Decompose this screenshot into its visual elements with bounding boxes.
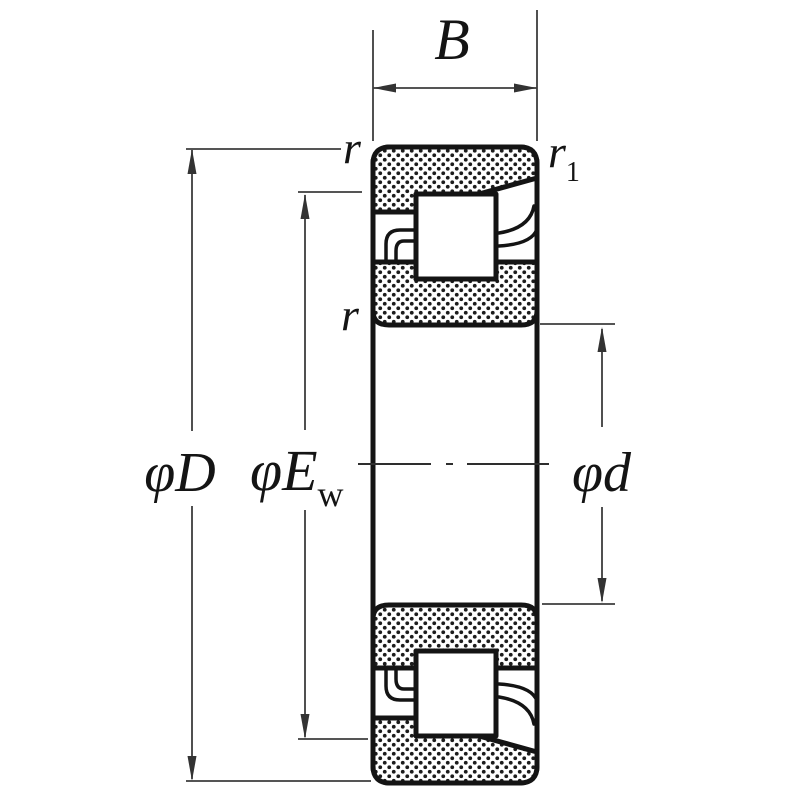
arrowhead-up [187,149,197,174]
dimension-bore-diameter: φd [540,323,632,605]
roller-bottom [413,648,499,739]
cage-bottom-right-inner [497,682,539,703]
label-chamfer-r-top-left: r [343,122,362,173]
cage-bottom-right-outer [497,695,536,726]
roller-top [413,191,499,282]
cage-bottom-left-outer [384,667,418,702]
label-width-B: B [434,7,469,72]
arrowhead-up [300,194,310,219]
cage-bottom-left-inner [394,667,418,691]
cage-top-left-outer [384,228,418,263]
dimension-outer-diameter: φD [144,148,371,782]
arrowhead-down [187,756,197,781]
arrowhead-left [373,83,396,93]
arrowhead-down [300,714,310,739]
label-bore-diameter: φd [572,442,632,504]
cage-top-right-inner [497,227,539,248]
label-chamfer-r-inner: r [341,289,360,340]
arrowhead-right [514,83,537,93]
dimension-raceway-diameter: φEw [250,191,368,740]
arrowhead-down [597,578,607,603]
cage-top-left-inner [394,239,418,263]
label-raceway-diameter: φEw [250,438,344,514]
dimension-width-B: B [372,7,538,141]
arrowhead-up [597,327,607,352]
cage-top-right-outer [497,204,536,235]
label-outer-diameter: φD [144,442,215,504]
label-chamfer-r1-top-right: r1 [548,126,580,188]
